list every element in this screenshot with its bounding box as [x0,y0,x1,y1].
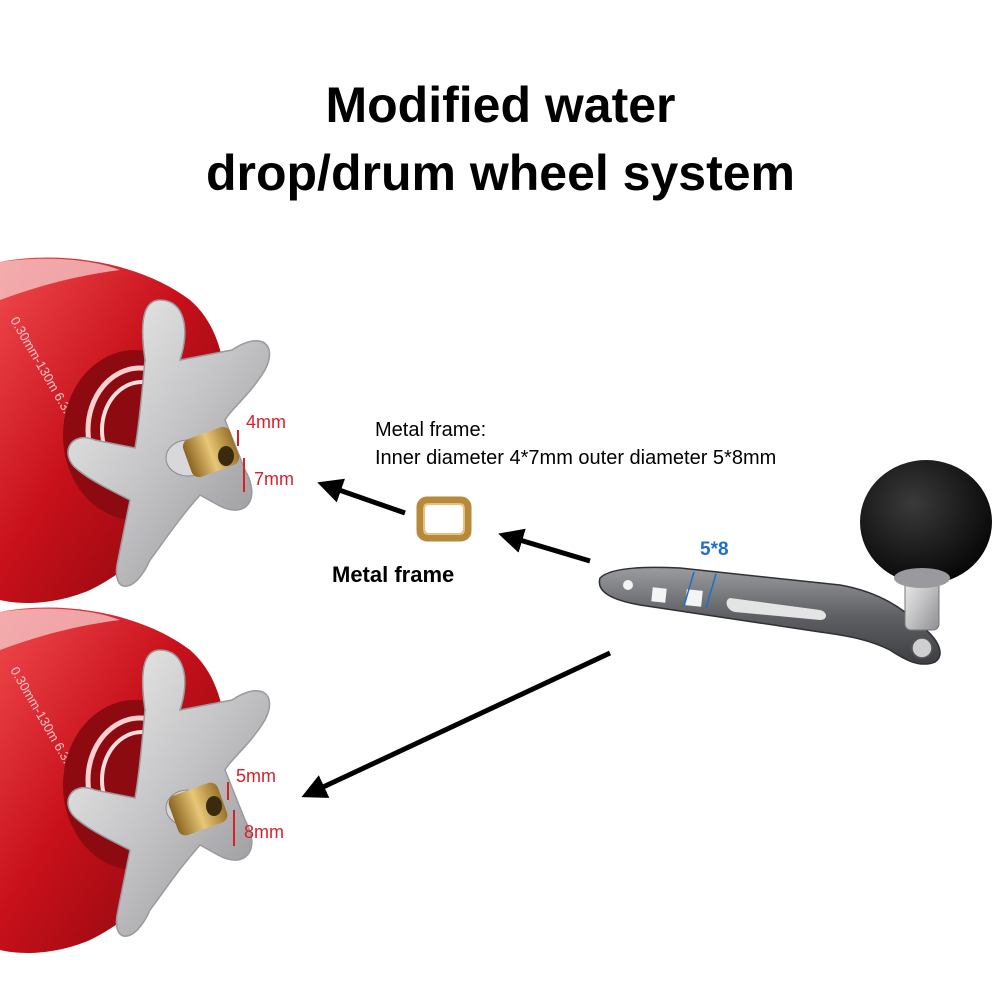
metal-frame-part [416,496,472,542]
handle-knob [860,460,992,584]
reel-bottom: 0.30mm-130m 6.3:1 [0,607,271,953]
arrow-handle-to-reel [301,650,612,798]
handle-pivot [911,637,933,659]
page-title-line-2: drop/drum wheel system [205,145,796,201]
arrow-handle-to-frame [498,528,591,564]
reel-top-star-drag [67,299,271,587]
frame-note-detail: Inner diameter 4*7mm outer diameter 5*8m… [375,447,777,469]
reel-top: 0.30mm-130m 6.3:1 [0,257,271,603]
handle-arm [598,566,941,665]
handle-knob-cap [894,568,950,588]
reel-bottom-nut-hole [206,796,222,816]
reel-top-nut-hole [218,446,234,466]
metal-frame-caption: Metal frame [332,562,455,587]
reel-bottom-brass-nut [168,782,228,836]
reel-bottom-highlight [0,608,120,650]
handle-slot [726,598,826,620]
arrow-frame-to-reel [317,478,406,516]
reel-bottom-outer-label: 8mm [244,822,284,842]
handle-hole-small [623,580,633,590]
reel-bottom-inner-label: 5mm [236,766,276,786]
handle-hole-main [685,589,703,607]
reel-bottom-star-drag [67,649,271,937]
handle-hole-square [651,587,667,603]
reel-top-highlight [0,258,120,300]
frame-note-heading: Metal frame: [375,419,487,441]
handle-dim-line-b [705,573,717,609]
page-title-line-1: Modified water [325,77,676,133]
reel-top-outer-label: 7mm [254,469,294,489]
handle [598,460,992,665]
handle-dim-line-a [683,571,695,607]
reel-top-inner-label: 4mm [246,412,286,432]
handle-hole-label: 5*8 [700,539,729,560]
